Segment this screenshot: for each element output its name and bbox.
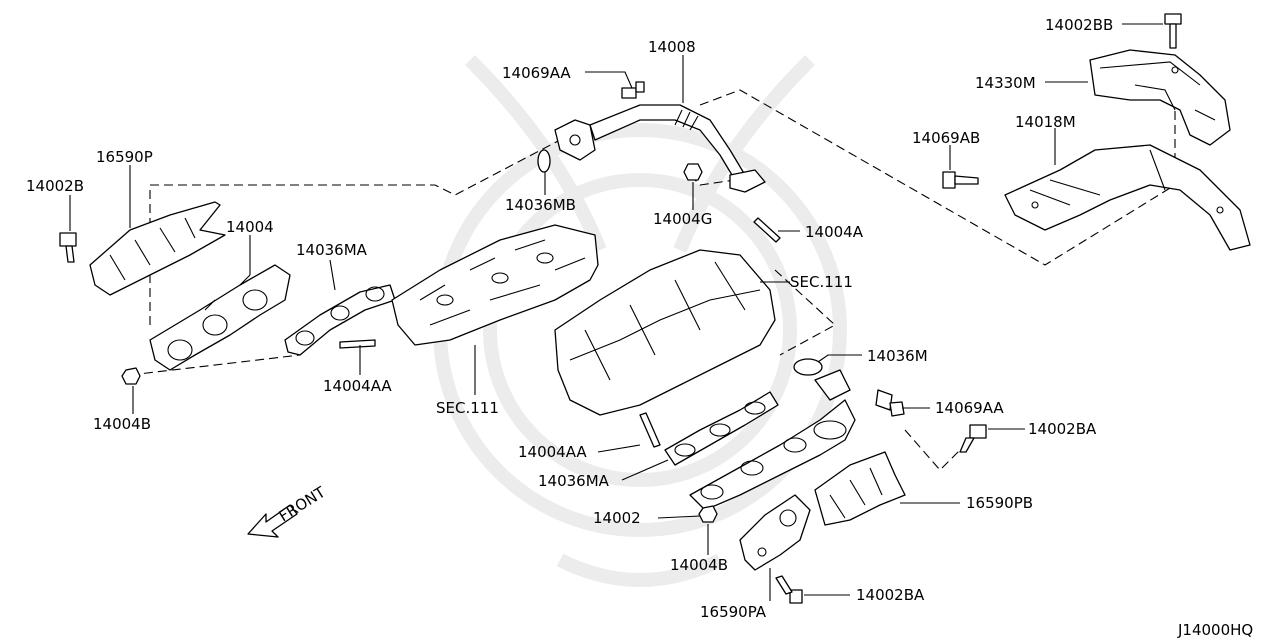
label-16590pa[interactable]: 16590PA <box>700 603 767 621</box>
gasket-14036ma-center <box>664 391 779 466</box>
gasket-14036m <box>793 358 823 376</box>
gasket-14036ma-left <box>284 284 396 356</box>
nut-14004g <box>683 163 703 181</box>
exhaust-manifold-left <box>149 264 291 371</box>
label-14002ba-top[interactable]: 14002BA <box>1028 420 1097 438</box>
label-14002ba-bottom[interactable]: 14002BA <box>856 586 925 604</box>
gasket-14036mb <box>537 149 551 173</box>
label-14002[interactable]: 14002 <box>593 509 641 527</box>
heat-insulator-16590pa <box>739 494 811 571</box>
bracket-14018m <box>1004 144 1251 251</box>
label-14002b[interactable]: 14002B <box>26 177 84 195</box>
part-labels: 14002BB 14330M 14018M 14069AB 14008 1406… <box>26 16 1113 621</box>
label-sec111-left[interactable]: SEC.111 <box>436 399 499 417</box>
bolt-14002ba-top <box>959 424 987 453</box>
label-14330m[interactable]: 14330M <box>975 74 1036 92</box>
label-14008[interactable]: 14008 <box>648 38 696 56</box>
label-14036m[interactable]: 14036M <box>867 347 928 365</box>
label-14036ma-center[interactable]: 14036MA <box>538 472 610 490</box>
label-16590p[interactable]: 16590P <box>96 148 153 166</box>
stud-14004aa-left <box>339 339 376 349</box>
label-14069ab[interactable]: 14069AB <box>912 129 980 147</box>
label-14036mb[interactable]: 14036MB <box>505 196 576 214</box>
stud-14004aa-center <box>639 412 661 448</box>
label-14004b-center[interactable]: 14004B <box>670 556 728 574</box>
label-14004aa-left[interactable]: 14004AA <box>323 377 392 395</box>
front-direction-arrow: FRONT <box>247 483 330 538</box>
heat-insulator-16590pb <box>814 451 906 526</box>
bolt-14002ba-bottom <box>775 575 803 604</box>
label-14004-left[interactable]: 14004 <box>226 218 274 236</box>
leader-lines <box>69 23 1163 601</box>
stud-14004a <box>753 217 781 243</box>
heat-insulator-16590p <box>89 201 226 296</box>
label-14069aa-right[interactable]: 14069AA <box>935 399 1004 417</box>
label-14004b-left[interactable]: 14004B <box>93 415 151 433</box>
exhaust-tube-14008 <box>554 104 766 193</box>
front-label: FRONT <box>276 483 330 526</box>
label-14018m[interactable]: 14018M <box>1015 113 1076 131</box>
label-sec111-right[interactable]: SEC.111 <box>790 273 853 291</box>
label-14004aa-center[interactable]: 14004AA <box>518 443 587 461</box>
bolt-14069ab <box>942 171 979 189</box>
heat-insulator-14330m <box>1089 49 1231 146</box>
nut-14004b-center <box>698 505 718 523</box>
bolt-14002bb <box>1164 13 1182 49</box>
label-14036ma-left[interactable]: 14036MA <box>296 241 368 259</box>
nut-14004b-left <box>121 367 141 385</box>
diagram-code: J14000HQ <box>1177 621 1253 639</box>
label-16590pb[interactable]: 16590PB <box>966 494 1033 512</box>
cylinder-head-left <box>391 224 599 346</box>
bolt-14069aa-top <box>621 81 645 99</box>
cylinder-head-right <box>554 249 776 416</box>
label-14002bb[interactable]: 14002BB <box>1045 16 1113 34</box>
label-14004a[interactable]: 14004A <box>805 223 864 241</box>
bolt-14002b <box>59 232 77 263</box>
label-14069aa-top[interactable]: 14069AA <box>502 64 571 82</box>
label-14004g[interactable]: 14004G <box>653 210 712 228</box>
exhaust-manifold-right <box>689 369 856 511</box>
bolt-14069aa-right <box>875 389 905 417</box>
